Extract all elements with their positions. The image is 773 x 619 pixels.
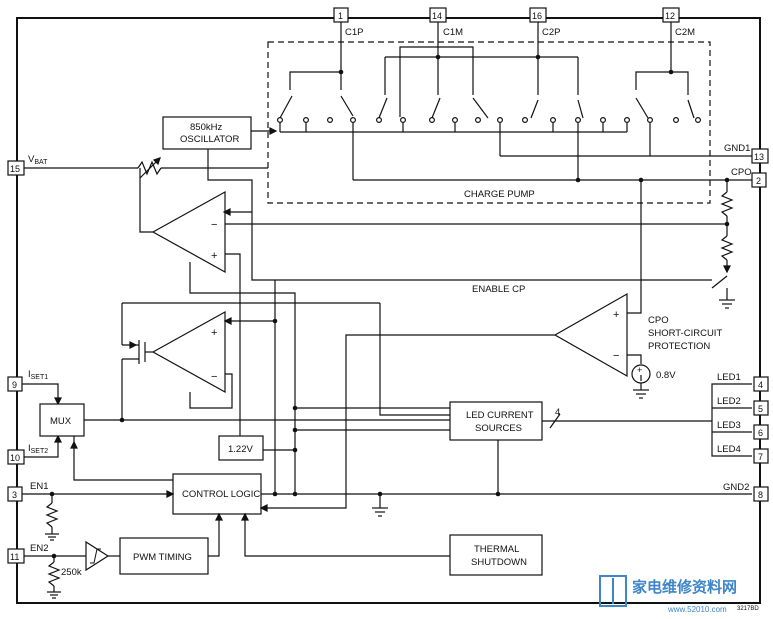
- led-current-sources-block: LED CURRENT SOURCES 4: [449, 383, 752, 494]
- pin-number-7: 7: [758, 452, 763, 462]
- oscillator-label-2: OSCILLATOR: [180, 134, 239, 145]
- signal-led4: LED4: [717, 444, 741, 455]
- amp1-minus: −: [211, 219, 217, 231]
- vref-08: 0.8V: [656, 370, 676, 381]
- signal-en1: EN1: [30, 481, 48, 492]
- control-logic-label: CONTROL LOGIC: [182, 489, 260, 500]
- watermark-site: 家电维修资料网: [632, 578, 737, 596]
- signal-led3: LED3: [717, 420, 741, 431]
- pin-number-2: 2: [756, 176, 761, 186]
- pin-top-1: 1 C1P: [333, 7, 363, 72]
- thermal-label-2: SHUTDOWN: [471, 557, 527, 568]
- pin-number-6: 6: [758, 428, 763, 438]
- mux-label: MUX: [50, 416, 72, 427]
- mux-block: MUX: [39, 403, 450, 481]
- signal-led2: LED2: [717, 396, 741, 407]
- pin-top-14: 14 C1M: [429, 7, 463, 47]
- pin-number-5: 5: [758, 404, 763, 414]
- pin-right-6: 6 LED3: [717, 420, 769, 440]
- led-sources-label-1: LED CURRENT: [466, 410, 534, 421]
- charge-pump-region: [267, 41, 711, 204]
- amp2-minus: −: [211, 371, 217, 383]
- amp2-plus: +: [211, 327, 217, 339]
- bus-width-label: 4: [555, 407, 560, 418]
- cpo-divider: [711, 180, 735, 309]
- pin-number-11: 11: [10, 552, 19, 562]
- pin-right-4: 4 LED1: [717, 372, 769, 392]
- pin-right-13: 13 GND1: [724, 143, 769, 164]
- error-amp-top: − +: [151, 190, 727, 495]
- pin-number-10: 10: [10, 453, 20, 463]
- cpo-protection-comparator: + − + 0.8V CPO SHORT-CIRCUIT PROTECTION: [345, 180, 722, 495]
- pin-number-14: 14: [432, 11, 442, 21]
- signal-led1: LED1: [717, 372, 741, 383]
- pin-number-3: 3: [12, 490, 17, 500]
- cpo-protection-label-3: PROTECTION: [648, 341, 710, 352]
- pin-left-3: 3 EN1: [7, 481, 175, 541]
- pin-left-11: 11 EN2 250k: [7, 543, 86, 599]
- charge-pump-label: CHARGE PUMP: [464, 189, 535, 200]
- signal-c2m: C2M: [675, 27, 695, 38]
- charge-pump-switches: [277, 46, 752, 183]
- thermal-label-1: THERMAL: [474, 544, 519, 555]
- figure-id: 3217BD: [737, 606, 759, 612]
- amp3-minus: −: [613, 350, 619, 362]
- pin-number-13: 13: [754, 152, 764, 162]
- watermark-logo-icon: [599, 575, 627, 607]
- signal-c1p: C1P: [345, 27, 363, 38]
- led-sources-label-2: SOURCES: [475, 423, 522, 434]
- amp1-plus: +: [211, 250, 217, 262]
- pwm-timing-label: PWM TIMING: [133, 552, 192, 563]
- watermark: 家电维修资料网 www.52010.com 3217BD: [599, 575, 759, 614]
- signal-c2p: C2P: [542, 27, 560, 38]
- enable-cp-line: ENABLE CP: [251, 210, 712, 295]
- resistor-250k-label: 250k: [61, 567, 82, 578]
- signal-gnd2: GND2: [723, 482, 749, 493]
- cpo-protection-label-2: SHORT-CIRCUIT: [648, 328, 722, 339]
- pin-left-15: 15 VBAT: [7, 154, 268, 233]
- watermark-url: www.52010.com: [667, 605, 727, 614]
- pin-top-16: 16 C2P: [529, 7, 560, 57]
- signal-en2: EN2: [30, 543, 48, 554]
- pin-left-9: 9 ISET1: [7, 369, 62, 406]
- pin-number-16: 16: [532, 11, 542, 21]
- pin-top-12: 12 C2M: [662, 7, 695, 72]
- reference-label: 1.22V: [228, 444, 253, 455]
- enable-cp-label: ENABLE CP: [472, 284, 525, 295]
- signal-cpo: CPO: [731, 167, 752, 178]
- pin-number-15: 15: [10, 164, 20, 174]
- control-logic-block: CONTROL LOGIC: [172, 473, 752, 517]
- chip-outline: [16, 17, 761, 604]
- pwm-timing-block: PWM TIMING: [119, 512, 223, 575]
- signal-gnd1: GND1: [724, 143, 750, 154]
- current-amp: + −: [119, 280, 450, 495]
- pin-number-9: 9: [12, 380, 17, 390]
- schmitt-trigger: [85, 540, 120, 572]
- pin-number-8: 8: [758, 490, 763, 500]
- pin-right-8: 8 GND2: [723, 482, 769, 502]
- amp3-plus: +: [613, 309, 619, 321]
- pin-number-1: 1: [338, 11, 343, 21]
- oscillator-block: 850kHz OSCILLATOR: [162, 116, 278, 210]
- pin-number-4: 4: [758, 380, 763, 390]
- cpo-protection-label-1: CPO: [648, 315, 669, 326]
- reference-block: 1.22V: [218, 427, 450, 461]
- signal-c1m: C1M: [443, 27, 463, 38]
- pin-right-5: 5 LED2: [717, 396, 769, 416]
- thermal-shutdown-block: THERMAL SHUTDOWN: [241, 512, 543, 576]
- signal-iset1: ISET1: [28, 369, 48, 381]
- pin-number-12: 12: [665, 11, 675, 21]
- vref-plus-sign: +: [637, 365, 642, 375]
- signal-vbat: VBAT: [28, 154, 48, 166]
- pin-left-10: 10 ISET2: [7, 434, 62, 465]
- pin-right-2: 2 CPO: [731, 167, 767, 188]
- pin-right-7: 7 LED4: [717, 444, 769, 464]
- signal-iset2: ISET2: [28, 443, 48, 455]
- oscillator-label-1: 850kHz: [190, 122, 222, 133]
